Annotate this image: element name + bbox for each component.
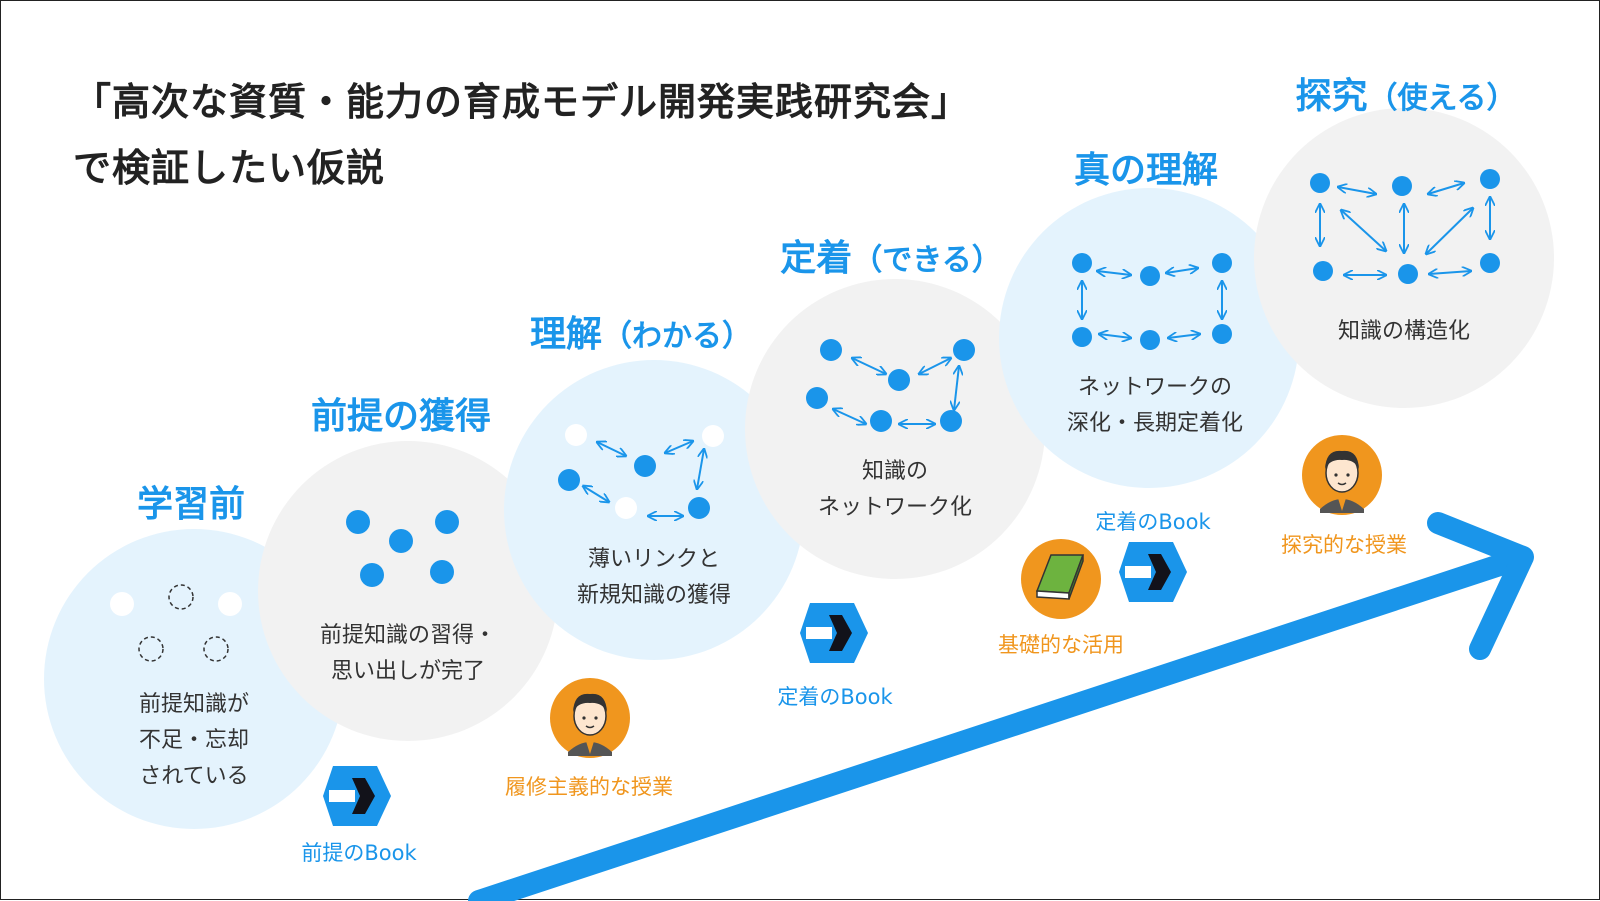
- label-book-fix-2: 定着のBook: [1095, 510, 1211, 534]
- label-basic-use: 基礎的な活用: [998, 633, 1124, 657]
- stage-2-desc: 前提知識の習得・思い出しが完了: [319, 623, 496, 684]
- stage-1-title: 学習前: [136, 484, 245, 525]
- label-inquiry-lesson: 探究的な授業: [1281, 533, 1407, 557]
- stage-3-desc: 薄いリンクと新規知識の獲得: [576, 547, 731, 608]
- label-book-fix-1: 定着のBook: [777, 685, 893, 709]
- book-logo-icon: [800, 603, 868, 663]
- label-lesson-credit: 履修主義的な授業: [505, 775, 673, 799]
- slide-title-line1: 「高次な資質・能力の育成モデル開発実践研究会」: [73, 80, 971, 124]
- book-logo-icon: [323, 766, 391, 826]
- stage-6-desc: 知識の構造化: [1337, 319, 1470, 344]
- stage-2-title: 前提の獲得: [310, 396, 491, 437]
- teacher-avatar-icon: [550, 678, 630, 758]
- stage-4-circle: [745, 279, 1045, 579]
- stage-5-desc: ネットワークの深化・長期定着化: [1066, 375, 1243, 436]
- slide-title-line2: で検証したい仮説: [73, 146, 386, 190]
- green-book-icon: [1021, 539, 1101, 619]
- stage-1-desc: 前提知識が不足・忘却されている: [138, 692, 249, 789]
- book-logo-icon: [1119, 542, 1187, 602]
- stage-3-title: 理解（わかる）: [529, 314, 752, 355]
- stage-4-title: 定着（できる）: [780, 238, 1002, 279]
- label-book-prereq: 前提のBook: [301, 841, 417, 865]
- stage-6-title: 探究（使える）: [1295, 76, 1517, 117]
- stage-4-desc: 知識のネットワーク化: [817, 459, 972, 520]
- stage-6-circle: [1254, 108, 1554, 408]
- teacher-avatar-icon: [1302, 435, 1382, 515]
- stage-5-title: 真の理解: [1073, 150, 1218, 191]
